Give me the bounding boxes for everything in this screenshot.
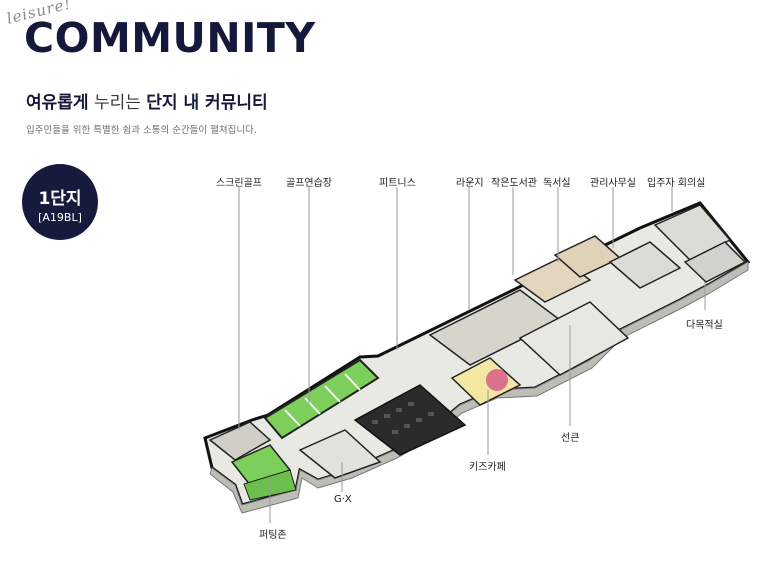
label-small-library: 작은도서관 — [491, 178, 537, 189]
label-putting-zone: 퍼팅존 — [259, 530, 287, 541]
kids-cafe-floor — [450, 357, 522, 406]
label-multipurpose-room: 다목적실 — [686, 320, 723, 331]
label-fitness: 피트니스 — [379, 178, 416, 189]
fitness-equipment — [372, 402, 434, 434]
gx-room-floor — [298, 429, 382, 479]
label-residents-meeting: 입주자 회의실 — [647, 178, 706, 189]
label-golf-range: 골프연습장 — [286, 178, 332, 189]
sunken-courtyard — [518, 301, 630, 376]
label-screen-golf: 스크린골프 — [216, 178, 262, 189]
management-office-floor — [608, 241, 682, 289]
meeting-room-floor — [653, 204, 732, 261]
kids-cafe-playmat — [486, 369, 508, 391]
subtitle-bold-1: 여유롭게 — [26, 93, 89, 113]
screen-golf-room — [208, 421, 272, 461]
badge-block-code: [A19BL] — [38, 211, 82, 224]
fitness-room-floor — [353, 384, 467, 456]
subtitle-bold-2: 단지 내 커뮤니티 — [146, 93, 268, 113]
label-gx: G·X — [334, 494, 352, 505]
label-study-room: 독서실 — [543, 178, 571, 189]
golf-bays — [284, 373, 361, 427]
label-management-office: 관리사무실 — [590, 178, 636, 189]
subtitle-light: 누리는 — [88, 93, 147, 113]
page-subtitle: 여유롭게 누리는 단지 내 커뮤니티 — [26, 88, 268, 113]
page-description: 입주민들을 위한 특별한 쉼과 소통의 순간들이 펼쳐집니다. — [26, 125, 257, 136]
badge-complex-number: 1단지 — [38, 189, 82, 209]
page-title: COMMUNITY — [24, 14, 316, 62]
complex-badge: 1단지 [A19BL] — [22, 164, 98, 240]
label-seon: 선큰 — [561, 433, 580, 444]
leader-lines — [238, 187, 706, 523]
label-lounge: 라운지 — [456, 178, 484, 189]
label-kids-cafe: 키즈카페 — [469, 462, 506, 473]
multipurpose-room-floor — [683, 241, 747, 283]
